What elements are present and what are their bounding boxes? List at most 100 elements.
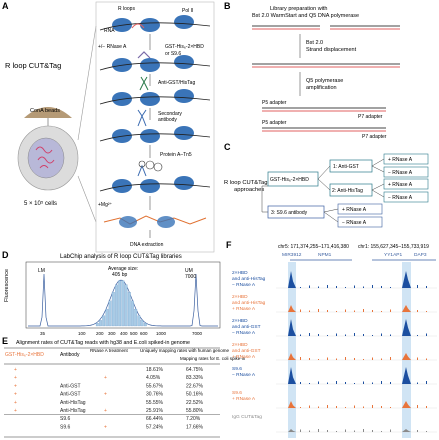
size-bin xyxy=(108,300,112,327)
signal-noise xyxy=(309,333,310,336)
genome-track: S9.6− RNase A xyxy=(232,366,437,385)
svg-text:UM: UM xyxy=(185,268,193,274)
x-tick-label: 7000 xyxy=(192,331,203,336)
electropherogram-bars xyxy=(95,280,147,327)
signal-noise xyxy=(417,310,418,312)
svg-text:GST-His₆-2×HBD: GST-His₆-2×HBD xyxy=(5,352,44,358)
track-label: and anti-HisTag xyxy=(232,300,266,306)
table-cell: 4.05% xyxy=(146,375,161,381)
svg-text:7000: 7000 xyxy=(185,274,196,280)
size-bin xyxy=(121,280,125,327)
table-cell: 7.20% xyxy=(186,416,201,422)
signal-peak xyxy=(288,319,296,336)
signal-noise xyxy=(417,335,418,336)
track-label: S9.6 xyxy=(232,366,242,372)
signal-noise xyxy=(363,286,364,288)
cells-label: 5 × 10⁵ cells xyxy=(24,200,57,207)
signal-noise xyxy=(345,382,346,384)
size-bin xyxy=(140,320,144,327)
signal-noise xyxy=(372,430,373,432)
signal-noise xyxy=(363,429,364,432)
signal-noise xyxy=(354,333,355,336)
table-cell: 50.16% xyxy=(186,392,204,398)
track-label: 2×HBD xyxy=(232,318,248,324)
signal-noise xyxy=(390,334,391,336)
cona-beads xyxy=(24,107,72,118)
svg-text:approaches: approaches xyxy=(234,187,264,193)
signal-noise xyxy=(372,357,373,360)
svg-text:B: B xyxy=(224,1,231,11)
size-bin xyxy=(143,323,147,327)
svg-text:Q5 polymerase: Q5 polymerase xyxy=(306,78,343,84)
highlight-yy1ap1 xyxy=(402,262,411,438)
svg-text:GST-His₆-2×HBD: GST-His₆-2×HBD xyxy=(270,177,309,183)
svg-text:Anti-GST/HisTag: Anti-GST/HisTag xyxy=(158,80,195,86)
signal-noise xyxy=(309,430,310,432)
signal-noise xyxy=(300,429,301,432)
table-cell: + xyxy=(104,375,107,381)
table-cell: + xyxy=(104,424,107,430)
signal-noise xyxy=(390,357,391,360)
svg-text:P5 adapter: P5 adapter xyxy=(262,120,287,126)
svg-text:+/− RNase A: +/− RNase A xyxy=(98,44,127,50)
signal-noise xyxy=(336,286,337,288)
svg-text:+ RNase A: + RNase A xyxy=(342,207,367,213)
genome-track: IgG CUT&Tag xyxy=(232,414,437,433)
table-cell: Anti-HisTag xyxy=(60,408,86,414)
signal-peak xyxy=(288,271,296,288)
track-label: 2×HBD xyxy=(232,294,248,300)
svg-text:RNA: RNA xyxy=(104,28,115,34)
svg-text:− RNase A: − RNase A xyxy=(342,220,367,226)
panel-d: D LabChip analysis of R loop CUT&Tag lib… xyxy=(2,250,221,336)
size-bin xyxy=(99,320,102,327)
table-cell: S9.6 xyxy=(60,416,71,422)
nucleus xyxy=(27,137,65,179)
signal-noise xyxy=(336,431,337,432)
track-label: + RNase A xyxy=(232,354,256,360)
signal-noise xyxy=(426,311,427,312)
signal-noise xyxy=(390,309,391,312)
signal-noise xyxy=(336,358,337,360)
size-bin xyxy=(127,292,131,327)
x-tick-label: 400 xyxy=(120,331,128,336)
svg-text:C: C xyxy=(224,142,231,152)
signal-noise xyxy=(309,383,310,384)
signal-peak xyxy=(402,271,411,288)
signal-noise xyxy=(372,382,373,384)
x-tick-label: 1000 xyxy=(156,331,167,336)
panel-a: A R loop CUT&Tag ConA beads 5 × 10⁵ cell… xyxy=(2,1,215,253)
signal-noise xyxy=(381,406,382,408)
svg-text:Alignment rates of CUT&Tag rea: Alignment rates of CUT&Tag reads with hg… xyxy=(16,340,190,346)
table-row: +Anti-GST+30.76%50.16% xyxy=(14,392,204,398)
signal-noise xyxy=(363,381,364,384)
svg-text:Bst 2.0 WarmStart and Q5 DNA p: Bst 2.0 WarmStart and Q5 DNA polymerase xyxy=(252,13,359,19)
svg-text:MIR3912: MIR3912 xyxy=(282,252,302,258)
signal-noise xyxy=(318,429,319,432)
signal-noise xyxy=(390,429,391,432)
signal-noise xyxy=(309,310,310,312)
size-bin xyxy=(134,308,138,327)
signal-noise xyxy=(345,334,346,336)
size-bin xyxy=(105,308,109,327)
table-cell: 83.33% xyxy=(186,375,204,381)
svg-text:LM: LM xyxy=(38,268,45,274)
signal-noise xyxy=(381,311,382,312)
signal-noise xyxy=(417,405,418,408)
table-row: +18.61%64.75% xyxy=(14,367,204,373)
track-label: 2×HBD xyxy=(232,342,248,348)
signal-noise xyxy=(345,429,346,432)
signal-peak xyxy=(402,429,411,432)
table-cell: + xyxy=(14,392,17,398)
panel-a-title: R loop CUT&Tag xyxy=(5,61,61,70)
panel-b: B Library preparation with Bst 2.0 WarmS… xyxy=(224,1,400,140)
signal-noise xyxy=(363,359,364,360)
svg-text:2: Anti-HisTag: 2: Anti-HisTag xyxy=(332,188,363,194)
genome-track: S9.6+ RNase A xyxy=(232,390,437,409)
svg-text:Uniquely mapping rates with hu: Uniquely mapping rates with human genome xyxy=(140,348,230,353)
table-cell: 22.52% xyxy=(186,400,204,406)
signal-noise xyxy=(318,381,319,384)
